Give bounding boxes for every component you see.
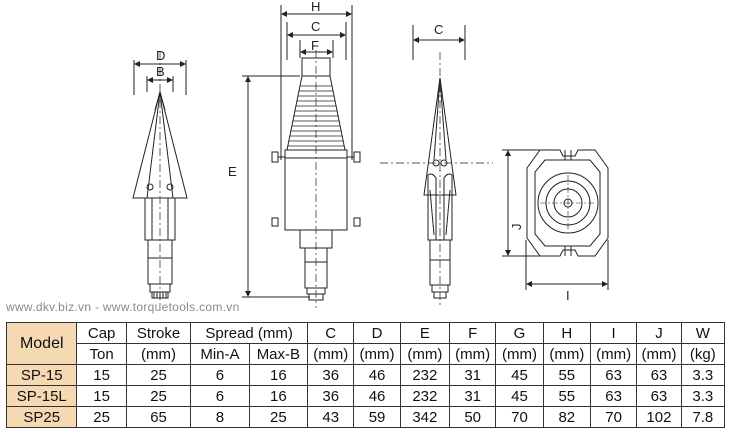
table-row: SP25 25 65 8 25 43 59 342 50 70 82 70 10… [5, 406, 726, 428]
cell-cap: 25 [76, 406, 127, 428]
cell-d: 46 [353, 364, 401, 386]
cell-f: 50 [449, 406, 497, 428]
cell-max-b: 16 [248, 385, 309, 407]
unit-g: (mm) [495, 343, 544, 365]
end-view [502, 149, 609, 290]
profile-view [380, 25, 493, 305]
end-dim-i: I [566, 288, 570, 303]
header-f: F [449, 322, 497, 344]
cell-i: 63 [589, 385, 638, 407]
cell-g: 45 [495, 385, 544, 407]
unit-h: (mm) [542, 343, 591, 365]
table-header-row: Model Cap Stroke Spread (mm) C D E F G H… [5, 322, 726, 365]
cell-model: SP-15 [5, 364, 78, 386]
cell-cap: 15 [76, 385, 127, 407]
cell-max-b: 16 [248, 364, 309, 386]
front-dim-b: B [156, 64, 165, 79]
unit-w: (kg) [680, 343, 726, 365]
header-j: J [636, 322, 682, 344]
cell-stroke: 25 [125, 385, 192, 407]
front-dim-d: D [156, 48, 165, 63]
unit-stroke: (mm) [125, 343, 192, 365]
cell-h: 55 [542, 385, 591, 407]
header-cap: Cap [76, 322, 127, 344]
header-g: G [495, 322, 544, 344]
cell-d: 59 [353, 406, 401, 428]
cell-h: 55 [542, 364, 591, 386]
unit-cap: Ton [76, 343, 127, 365]
technical-drawing: D B [132, 0, 609, 308]
side-dim-c: C [311, 19, 320, 34]
specifications-table: Model Cap Stroke Spread (mm) C D E F G H… [5, 322, 726, 428]
cell-j: 63 [636, 364, 682, 386]
watermark-text: www.dkv.biz.vn - www.torquetools.com.vn [6, 300, 240, 314]
cell-e: 342 [399, 406, 451, 428]
unit-j: (mm) [636, 343, 682, 365]
cell-i: 70 [589, 406, 638, 428]
cell-model: SP25 [5, 406, 78, 428]
end-dim-j: J [509, 224, 524, 231]
profile-dim-c: C [434, 22, 443, 37]
cell-c: 43 [307, 406, 355, 428]
header-d: D [353, 322, 401, 344]
header-spread: Spread (mm) [190, 322, 309, 344]
cell-cap: 15 [76, 364, 127, 386]
cell-min-a: 6 [190, 364, 250, 386]
table-row: SP-15 15 25 6 16 36 46 232 31 45 55 63 6… [5, 364, 726, 386]
unit-f: (mm) [449, 343, 497, 365]
cell-f: 31 [449, 364, 497, 386]
cell-max-b: 25 [248, 406, 309, 428]
unit-d: (mm) [353, 343, 401, 365]
header-model: Model [5, 322, 78, 365]
header-h: H [542, 322, 591, 344]
cell-i: 63 [589, 364, 638, 386]
unit-i: (mm) [589, 343, 638, 365]
cell-model: SP-15L [5, 385, 78, 407]
side-dim-e: E [228, 164, 237, 179]
cell-min-a: 8 [190, 406, 250, 428]
side-view [242, 5, 361, 308]
side-dim-h: H [311, 0, 320, 14]
cell-g: 70 [495, 406, 544, 428]
cell-stroke: 25 [125, 364, 192, 386]
header-c: C [307, 322, 355, 344]
cell-d: 46 [353, 385, 401, 407]
table-unit-row: Ton (mm) Min-A Max-B (mm) (mm) (mm) (mm)… [7, 343, 726, 365]
cell-min-a: 6 [190, 385, 250, 407]
header-i: I [589, 322, 638, 344]
header-e: E [399, 322, 451, 344]
table-row: SP-15L 15 25 6 16 36 46 232 31 45 55 63 … [5, 385, 726, 407]
cell-w: 7.8 [680, 406, 726, 428]
cell-c: 36 [307, 364, 355, 386]
cell-c: 36 [307, 385, 355, 407]
unit-c: (mm) [307, 343, 355, 365]
front-view [132, 52, 188, 305]
cell-j: 102 [636, 406, 682, 428]
cell-g: 45 [495, 364, 544, 386]
cell-w: 3.3 [680, 364, 726, 386]
cell-e: 232 [399, 385, 451, 407]
header-stroke: Stroke [125, 322, 192, 344]
cell-stroke: 65 [125, 406, 192, 428]
unit-spread-min: Min-A [190, 343, 250, 365]
header-w: W [680, 322, 726, 344]
cell-f: 31 [449, 385, 497, 407]
side-dim-f: F [311, 38, 319, 53]
cell-h: 82 [542, 406, 591, 428]
unit-spread-max: Max-B [248, 343, 309, 365]
unit-e: (mm) [399, 343, 451, 365]
cell-j: 63 [636, 385, 682, 407]
cell-e: 232 [399, 364, 451, 386]
cell-w: 3.3 [680, 385, 726, 407]
